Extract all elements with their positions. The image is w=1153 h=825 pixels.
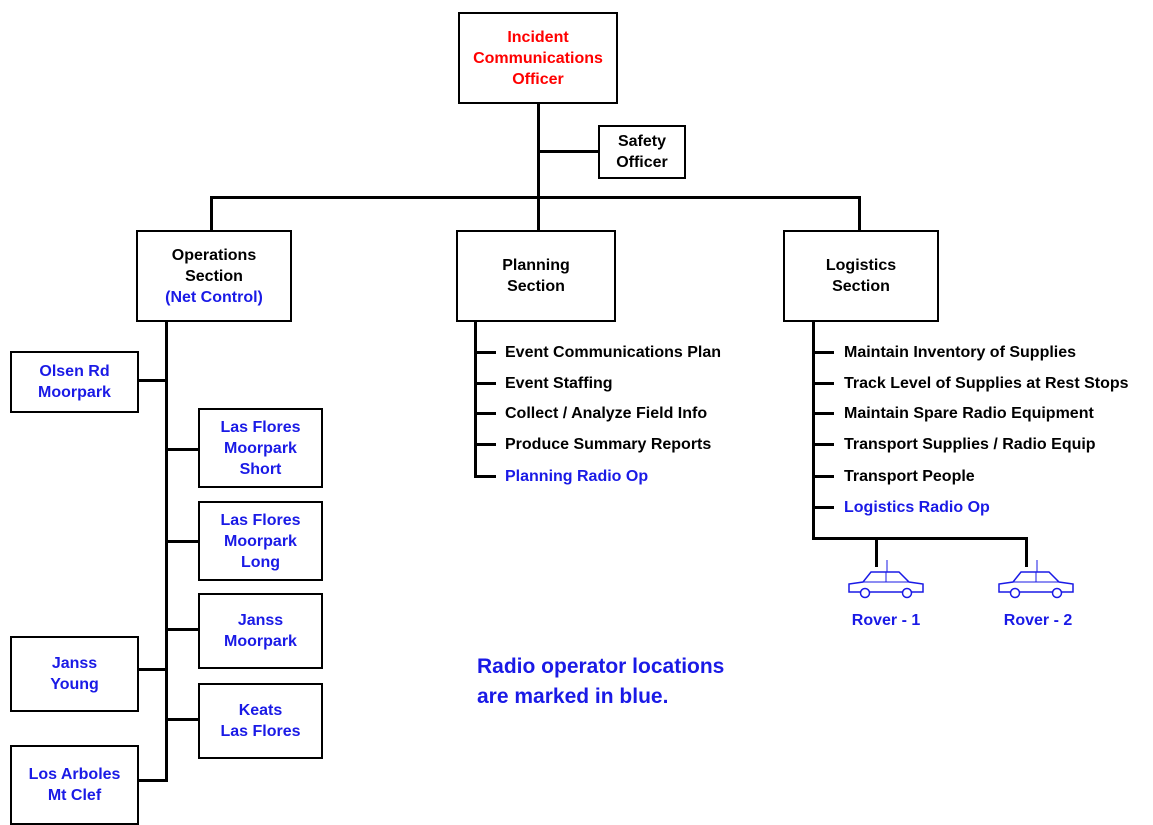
tick-logistics-0 <box>812 351 834 354</box>
station-line: Las Flores <box>220 511 301 529</box>
operations-section-box: Operations Section (Net Control) <box>136 230 292 322</box>
station-line: Long <box>240 553 281 571</box>
tick-planning-0 <box>474 351 496 354</box>
station-line: Moorpark <box>224 633 297 650</box>
station-line: Moorpark <box>224 532 297 550</box>
logistics-item: Track Level of Supplies at Rest Stops <box>844 375 1129 392</box>
station-line: Keats <box>238 702 283 719</box>
connector-olsen <box>138 379 168 382</box>
connector-logistics-trunk <box>812 320 815 540</box>
station-line: Janss <box>237 612 284 629</box>
logistics-item: Maintain Spare Radio Equipment <box>844 405 1094 422</box>
planning-line2: Section <box>507 278 565 295</box>
planning-item: Collect / Analyze Field Info <box>505 405 708 422</box>
station-line: Young <box>50 676 99 693</box>
station-line: Las Flores <box>220 723 301 740</box>
operations-line2: Section <box>185 267 243 285</box>
logistics-line2: Section <box>832 278 890 295</box>
logistics-section-box: Logistics Section <box>783 230 939 322</box>
tick-planning-3 <box>474 443 496 446</box>
legend-note: Radio operator locations are marked in b… <box>477 652 724 712</box>
incident-line3: Officer <box>512 70 564 88</box>
station-las-flores-moorpark-short: Las Flores Moorpark Short <box>198 408 323 488</box>
safety-officer-box: Safety Officer <box>598 125 686 179</box>
connector-rover-2 <box>1025 537 1028 567</box>
connector-janss-young <box>138 668 168 671</box>
station-line: Olsen Rd <box>39 363 110 380</box>
connector-operations-trunk <box>165 320 168 782</box>
connector-rover-1 <box>875 537 878 567</box>
incident-communications-officer-box: Incident Communications Officer <box>458 12 618 104</box>
station-line: Moorpark <box>224 439 297 457</box>
station-olsen-rd-moorpark: Olsen Rd Moorpark <box>10 351 139 413</box>
connector-los-arboles <box>138 779 168 782</box>
legend-note-line2: are marked in blue. <box>477 685 669 708</box>
tick-logistics-1 <box>812 382 834 385</box>
rover-1-label: Rover - 1 <box>851 612 921 629</box>
operations-net-control: (Net Control) <box>165 288 263 306</box>
tick-logistics-2 <box>812 412 834 415</box>
planning-item: Event Communications Plan <box>505 344 722 361</box>
car-icon <box>848 560 924 599</box>
tick-logistics-3 <box>812 443 834 446</box>
station-line: Las Flores <box>220 418 301 436</box>
logistics-item: Transport People <box>844 468 975 485</box>
logistics-line1: Logistics <box>825 257 897 274</box>
logistics-radio-op: Logistics Radio Op <box>844 499 990 516</box>
planning-item: Produce Summary Reports <box>505 436 712 453</box>
connector-janss-moorpark <box>165 628 198 631</box>
tick-logistics-4 <box>812 475 834 478</box>
safety-line2: Officer <box>616 154 668 171</box>
connector-keats <box>165 718 198 721</box>
connector-operations-drop <box>210 196 213 232</box>
logistics-item: Maintain Inventory of Supplies <box>844 344 1077 361</box>
tick-planning-1 <box>474 382 496 385</box>
tick-planning-2 <box>474 412 496 415</box>
station-janss-moorpark: Janss Moorpark <box>198 593 323 669</box>
connector-planning-trunk <box>474 320 477 477</box>
planning-section-box: Planning Section <box>456 230 616 322</box>
station-los-arboles-mt-clef: Los Arboles Mt Clef <box>10 745 139 825</box>
connector-logistics-drop <box>858 196 861 232</box>
logistics-item: Transport Supplies / Radio Equip <box>844 436 1096 453</box>
incident-line1: Incident <box>507 28 569 46</box>
station-line: Moorpark <box>38 384 111 401</box>
connector-rovers-bus <box>812 537 1028 540</box>
rover-2-label: Rover - 2 <box>1003 612 1073 629</box>
tick-logistics-5 <box>812 506 834 509</box>
planning-item: Event Staffing <box>505 375 613 392</box>
connector-las-flores-short <box>165 448 198 451</box>
connector-planning-drop <box>537 196 540 232</box>
station-line: Janss <box>51 655 98 672</box>
planning-line1: Planning <box>502 257 570 274</box>
station-line: Mt Clef <box>47 787 102 804</box>
station-janss-young: Janss Young <box>10 636 139 712</box>
connector-safety <box>537 150 599 153</box>
station-line: Short <box>239 460 282 478</box>
car-icon <box>998 560 1074 599</box>
station-keats-las-flores: Keats Las Flores <box>198 683 323 759</box>
connector-sections-bus <box>210 196 861 199</box>
connector-las-flores-long <box>165 540 198 543</box>
incident-line2: Communications <box>473 49 603 67</box>
operations-line1: Operations <box>171 246 257 264</box>
legend-note-line1: Radio operator locations <box>477 655 725 678</box>
station-las-flores-moorpark-long: Las Flores Moorpark Long <box>198 501 323 581</box>
safety-line1: Safety <box>617 133 667 150</box>
planning-radio-op: Planning Radio Op <box>505 468 649 485</box>
tick-planning-4 <box>474 475 496 478</box>
station-line: Los Arboles <box>28 766 121 783</box>
